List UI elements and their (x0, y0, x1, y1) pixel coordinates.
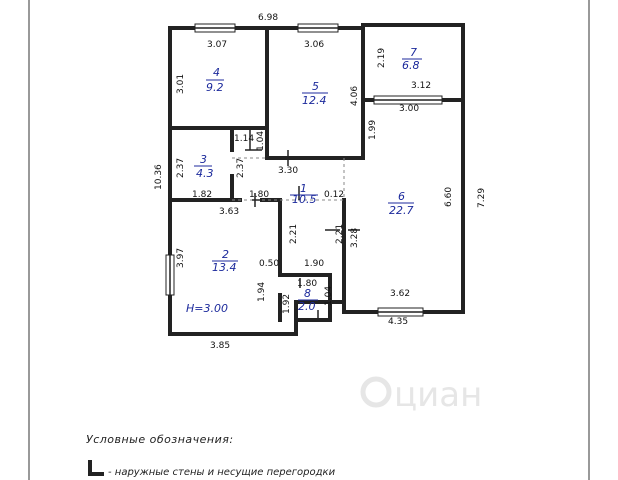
dim-2-21-b: 2.21 (335, 224, 345, 244)
dim-room4-top: 3.07 (207, 40, 227, 50)
dashed-boundaries (232, 157, 345, 201)
dim-room7-left: 2.19 (377, 48, 387, 68)
dimension-labels: 6.98 10.36 7.29 3.07 3.06 3.01 2.19 4.06… (154, 13, 487, 351)
room-2-number: 2 (222, 248, 229, 261)
dim-room3-right: 2.37 (236, 158, 246, 178)
dim-1-14: 1.14 (234, 134, 254, 144)
dim-3-28: 3.28 (350, 228, 360, 248)
dim-0-50: 0.50 (259, 259, 279, 269)
room-4-number: 4 (213, 66, 220, 79)
dim-3-30: 3.30 (278, 166, 298, 176)
dim-room2-left: 3.97 (176, 248, 186, 268)
dim-1-99: 1.99 (368, 120, 378, 140)
room-3-number: 3 (200, 153, 207, 166)
dim-room6-top: 3.00 (399, 104, 419, 114)
dim-room4-left: 3.01 (176, 74, 186, 94)
dim-top-overall: 6.98 (258, 13, 278, 23)
dim-room6-right: 6.60 (444, 187, 454, 207)
dim-1-94: 1.94 (257, 282, 267, 302)
legend-wall-symbol (88, 460, 104, 476)
dim-left-overall: 10.36 (154, 164, 164, 190)
watermark: циан (360, 375, 482, 415)
dim-2-21-a: 2.21 (289, 224, 299, 244)
dim-1-90: 1.90 (304, 259, 324, 269)
room-2-area: 13.4 (212, 261, 237, 274)
room-5-area: 12.4 (302, 94, 327, 107)
dim-room6-bottom: 3.62 (390, 289, 410, 299)
windows (165, 23, 443, 317)
sheet-frame (28, 0, 590, 480)
dim-1-04-a: 1.04 (256, 131, 266, 151)
dim-1-04-b: 1.04 (324, 286, 334, 306)
room-1-area: 10.5 (292, 193, 317, 206)
room-labels: 4 9.2 5 12.4 7 6.8 3 4.3 1 10.5 6 22.7 2… (186, 46, 422, 315)
dim-room6-bottom-outer: 4.35 (388, 317, 408, 327)
dim-right-overall: 7.29 (477, 188, 487, 208)
dim-0-12: 0.12 (324, 190, 344, 200)
dim-room5-top: 3.06 (304, 40, 324, 50)
room-5-number: 5 (312, 80, 319, 93)
legend-walls-label: - наружные стены и несущие перегородки (108, 467, 336, 478)
watermark-text: циан (394, 375, 482, 415)
room-4-area: 9.2 (206, 81, 224, 94)
room-1-number: 1 (300, 182, 307, 195)
room-6-number: 6 (398, 190, 405, 203)
room-3-area: 4.3 (196, 167, 214, 180)
room-6-area: 22.7 (389, 204, 414, 217)
dim-1-92: 1.92 (282, 294, 292, 314)
dim-1-80-a: 1.80 (249, 190, 269, 200)
room-7-number: 7 (410, 46, 417, 59)
room-8-number: 8 (304, 287, 311, 300)
ceiling-height: H=3.00 (186, 302, 228, 315)
legend-title: Условные обозначения: (86, 433, 234, 446)
door-marks (245, 130, 360, 320)
dim-room7-bottom: 3.12 (411, 81, 431, 91)
dim-room2-top: 3.63 (219, 207, 239, 217)
dim-room5-right: 4.06 (350, 86, 360, 106)
dim-1-80-b: 1.80 (297, 279, 317, 289)
dim-room2-bottom: 3.85 (210, 341, 230, 351)
legend: Условные обозначения: - наружные стены и… (86, 433, 336, 478)
room-7-area: 6.8 (402, 59, 420, 72)
room-8-area: 2.0 (298, 300, 316, 313)
dim-room3-left: 2.37 (176, 158, 186, 178)
dim-1-82: 1.82 (192, 190, 212, 200)
